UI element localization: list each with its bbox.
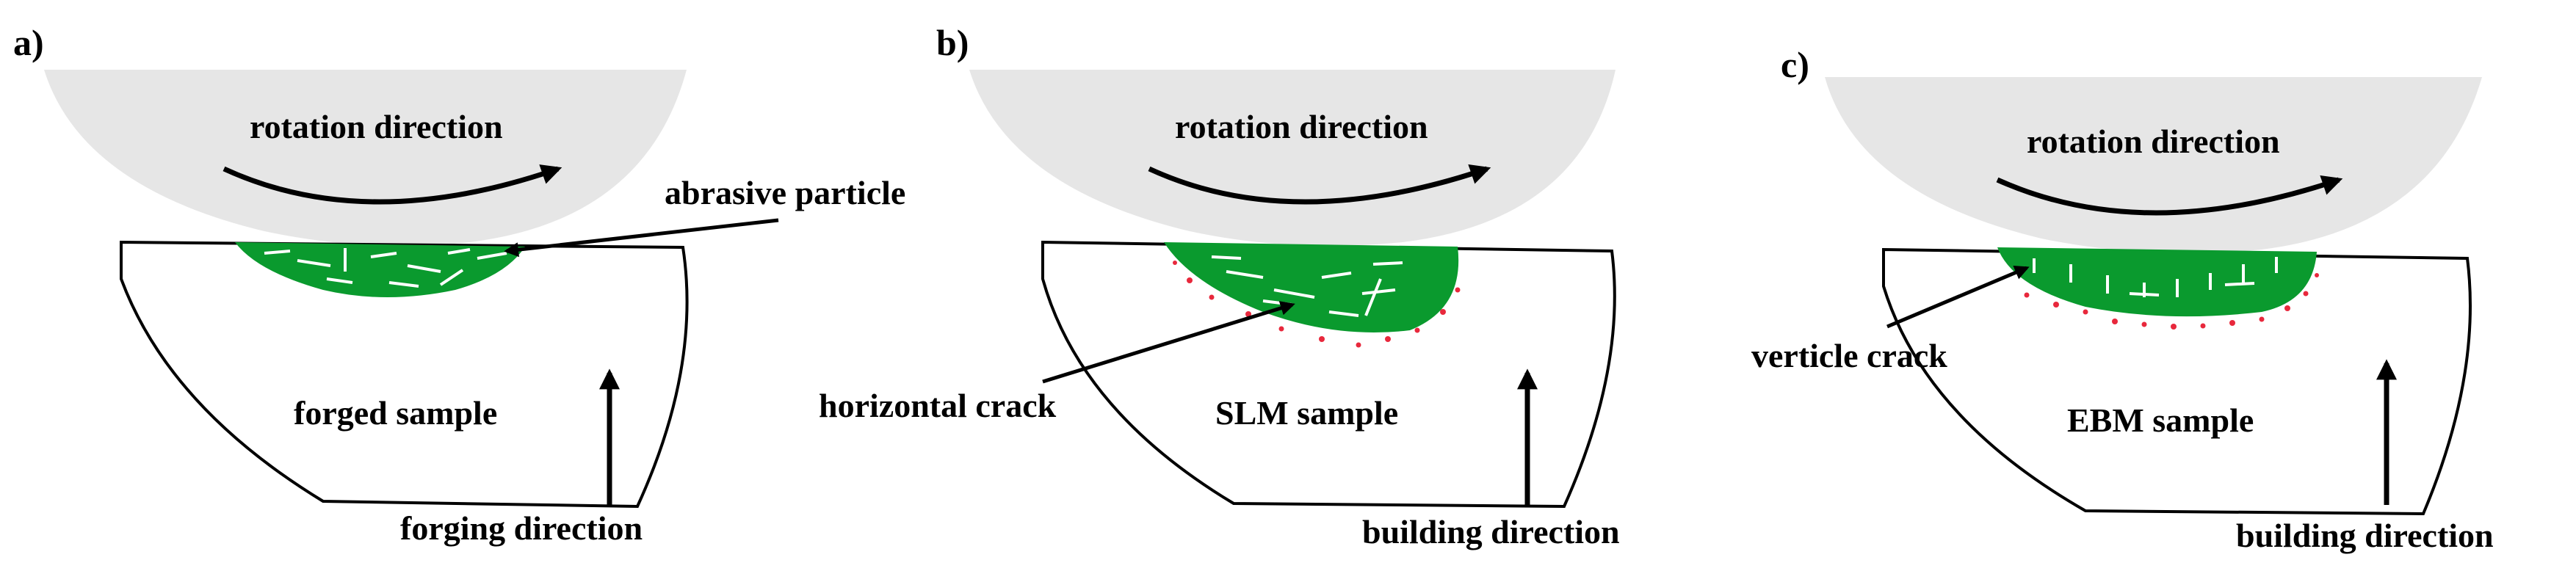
sample-outline [1041, 240, 1616, 509]
panel-letter: c) [1781, 44, 1809, 85]
rotation-arrow [222, 164, 562, 205]
horizontal-crack-arrow [1042, 301, 1295, 384]
panel-b: b) rotation direction horizontal crack S… [819, 22, 1620, 550]
panel-letter: b) [936, 22, 969, 63]
crack-marks [1211, 255, 1403, 317]
sample-label: SLM sample [1215, 394, 1398, 432]
rotation-arrow [1148, 164, 1491, 205]
wear-zone [1164, 242, 1459, 332]
grinding-wheel [969, 70, 1616, 246]
callout-label: horizontal crack [819, 387, 1057, 424]
crack-marks [264, 248, 507, 288]
rotation-label: rotation direction [2027, 123, 2280, 160]
callout-label: abrasive particle [665, 174, 905, 211]
direction-label: building direction [1362, 513, 1620, 550]
grinding-wheel [44, 70, 687, 246]
sample-outline [120, 240, 689, 509]
rotation-label: rotation direction [1175, 108, 1428, 145]
crack-marks [2033, 257, 2278, 297]
panel-c: c) rotation direction verticle crack EBM… [1751, 44, 2494, 554]
rotation-arrow [1996, 175, 2343, 216]
debris-particles [2024, 273, 2319, 330]
callout-label: verticle crack [1751, 337, 1947, 374]
panel-a: a) rotation direction abrasive particle … [13, 22, 905, 547]
sample-label: EBM sample [2067, 401, 2254, 439]
panel-letter: a) [13, 22, 44, 63]
debris-particles [1173, 261, 1461, 348]
sample-label: forged sample [294, 394, 497, 432]
abrasive-particle-arrow [504, 218, 779, 258]
direction-label: forging direction [400, 509, 643, 547]
sample-outline [1882, 247, 2472, 516]
verticle-crack-arrow [1886, 265, 2030, 329]
wear-zone [1997, 247, 2317, 317]
rotation-label: rotation direction [250, 108, 503, 145]
grinding-wheel [1825, 77, 2482, 253]
direction-label: building direction [2236, 517, 2494, 554]
wear-zone [235, 242, 525, 297]
